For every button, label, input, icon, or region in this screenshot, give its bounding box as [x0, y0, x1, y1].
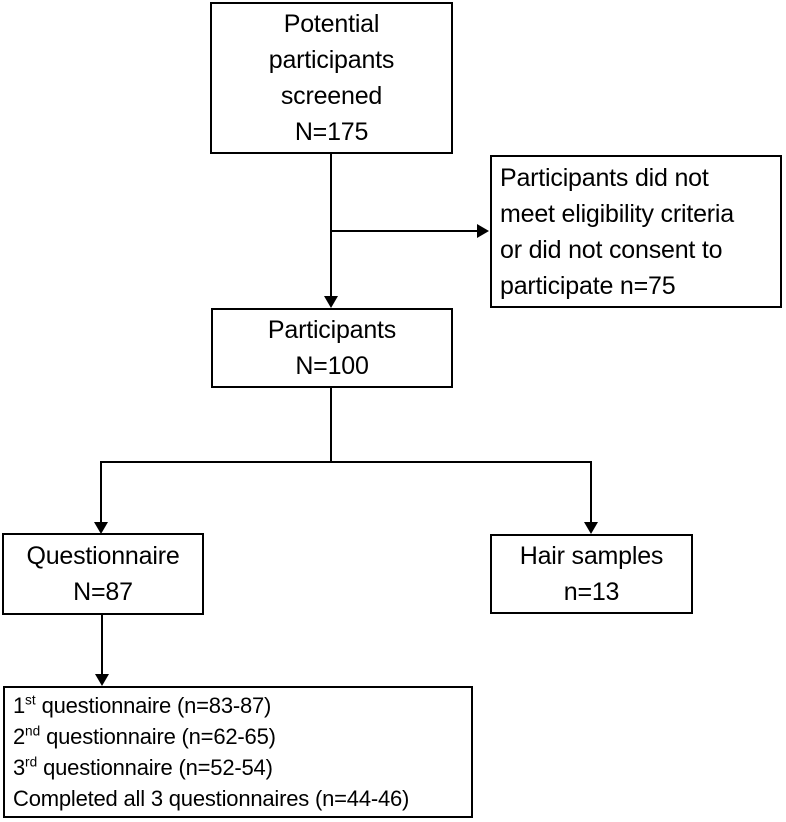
- box-line: Completed all 3 questionnaires (n=44-46): [13, 783, 409, 814]
- box-line: n=13: [563, 578, 620, 606]
- box-line: Hair samples: [519, 542, 664, 570]
- box-line: or did not consent to: [500, 235, 723, 264]
- box-participants: Participants N=100: [211, 308, 453, 388]
- box-line: Participants: [267, 316, 397, 344]
- connector-split-to-questionnaire: [100, 461, 102, 522]
- connector-questionnaire-to-detail: [101, 615, 103, 674]
- box-line: 3rd questionnaire (n=52-54): [13, 752, 273, 783]
- line-text: questionnaire (n=83-87): [35, 693, 272, 718]
- line-text: 2: [13, 724, 26, 749]
- connector-screened-to-participants: [330, 154, 332, 297]
- arrow-down-icon: [94, 522, 108, 534]
- arrow-right-icon: [477, 224, 489, 238]
- line-text: questionnaire (n=52-54): [37, 755, 273, 780]
- box-line: 1st questionnaire (n=83-87): [13, 690, 271, 721]
- box-line: Potential: [283, 10, 380, 38]
- box-line: Questionnaire: [26, 542, 180, 570]
- connector-branch-to-excluded: [331, 230, 478, 232]
- arrow-down-icon: [95, 674, 109, 686]
- ordinal-superscript: rd: [25, 754, 38, 770]
- box-line: screened: [280, 82, 383, 110]
- box-line: Participants did not: [500, 163, 709, 192]
- box-line: N=175: [294, 118, 369, 146]
- box-hair-samples: Hair samples n=13: [490, 534, 693, 614]
- line-text: 1: [13, 693, 26, 718]
- line-text: Completed all 3 questionnaires (n=44-46): [13, 786, 410, 811]
- arrow-down-icon: [324, 296, 338, 308]
- connector-participants-to-split: [330, 388, 332, 463]
- box-excluded-participants: Participants did not meet eligibility cr…: [490, 155, 782, 308]
- box-line: N=100: [295, 352, 369, 380]
- box-line: N=87: [73, 578, 133, 606]
- ordinal-superscript: nd: [25, 723, 41, 739]
- line-text: 3: [13, 755, 26, 780]
- box-questionnaire: Questionnaire N=87: [2, 533, 204, 615]
- ordinal-superscript: st: [25, 692, 36, 708]
- connector-split-horizontal: [100, 461, 592, 463]
- box-line: participants: [268, 46, 395, 74]
- connector-split-to-hair-samples: [590, 461, 592, 522]
- arrow-down-icon: [584, 522, 598, 534]
- box-potential-participants-screened: Potential participants screened N=175: [210, 2, 453, 154]
- box-line: 2nd questionnaire (n=62-65): [13, 721, 276, 752]
- line-text: questionnaire (n=62-65): [40, 724, 276, 749]
- box-line: participate n=75: [500, 271, 676, 300]
- box-line: meet eligibility criteria: [500, 199, 734, 228]
- box-questionnaire-detail: 1st questionnaire (n=83-87) 2nd question…: [3, 686, 473, 818]
